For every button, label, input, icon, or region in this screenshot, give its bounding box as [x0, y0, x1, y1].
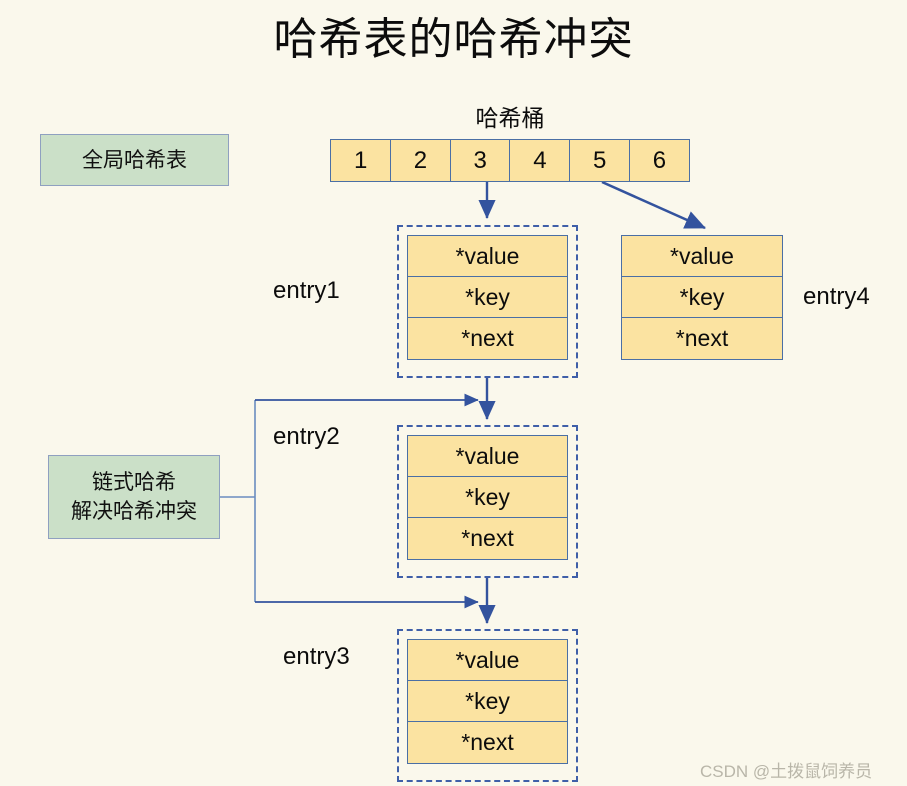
entry1-label: entry1	[273, 277, 340, 304]
note-global-hash-table: 全局哈希表	[40, 134, 229, 186]
bucket-cell-3[interactable]: 3	[449, 139, 511, 182]
entry4-field-value: *value	[622, 236, 782, 277]
entry2-label: entry2	[273, 423, 340, 450]
entry-node-entry2: *value *key *next	[397, 425, 578, 578]
note-global-hash-table-label: 全局哈希表	[82, 148, 187, 172]
bucket-cell-1[interactable]: 1	[330, 139, 392, 182]
entry2-field-next: *next	[408, 518, 567, 559]
entry3-field-value: *value	[408, 640, 567, 681]
entry3-field-key: *key	[408, 681, 567, 722]
entry4-field-key: *key	[622, 277, 782, 318]
watermark: CSDN @土拨鼠饲养员	[700, 762, 873, 781]
page-title: 哈希表的哈希冲突	[273, 15, 634, 64]
entry3-box: *value *key *next	[407, 639, 568, 764]
entry1-field-next: *next	[408, 318, 567, 359]
entry4-label: entry4	[803, 283, 870, 310]
entry-node-entry4: *value *key *next	[621, 235, 783, 360]
note-chained-hashing-line1: 链式哈希	[92, 471, 176, 494]
entry3-field-next: *next	[408, 722, 567, 763]
hash-bucket-row: 1 2 3 4 5 6	[330, 139, 690, 182]
note-chained-hashing-line2: 解决哈希冲突	[71, 500, 197, 523]
entry4-box: *value *key *next	[621, 235, 783, 360]
entry2-box: *value *key *next	[407, 435, 568, 560]
entry-node-entry1: *value *key *next	[397, 225, 578, 378]
edge-bucket5-to-entry4	[601, 180, 706, 230]
entry4-field-next: *next	[622, 318, 782, 359]
entry1-box: *value *key *next	[407, 235, 568, 360]
entry2-field-value: *value	[408, 436, 567, 477]
bucket-cell-5[interactable]: 5	[569, 139, 631, 182]
hash-bucket-label: 哈希桶	[475, 105, 545, 131]
entry-node-entry3: *value *key *next	[397, 629, 578, 782]
note-chained-hashing: 链式哈希 解决哈希冲突	[48, 455, 220, 539]
entry1-field-value: *value	[408, 236, 567, 277]
entry1-field-key: *key	[408, 277, 567, 318]
bucket-cell-6[interactable]: 6	[628, 139, 690, 182]
bucket-cell-4[interactable]: 4	[509, 139, 571, 182]
entry3-label: entry3	[283, 643, 350, 670]
bucket-cell-2[interactable]: 2	[389, 139, 451, 182]
entry2-field-key: *key	[408, 477, 567, 518]
